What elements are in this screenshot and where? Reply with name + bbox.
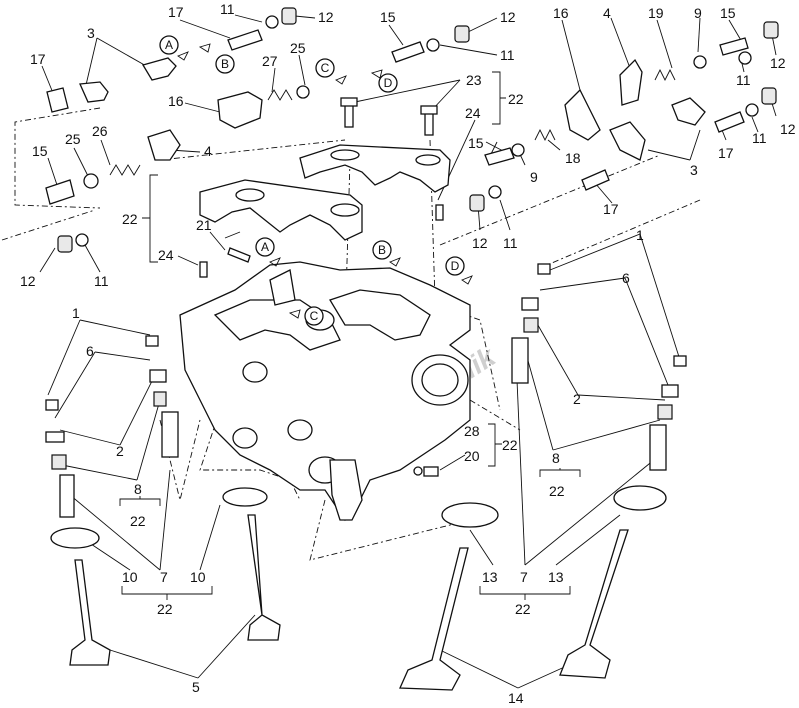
marker-c-mid: [304, 306, 324, 326]
callout-22: 22: [157, 601, 173, 617]
callout-7: 7: [520, 569, 528, 585]
leader-lines: [39, 14, 777, 689]
callout-10: 10: [190, 569, 206, 585]
callout-11: 11: [94, 273, 109, 289]
callout-4: 4: [603, 5, 611, 21]
rocker-arms: [79, 57, 706, 161]
callout-7: 7: [160, 569, 168, 585]
marker-d-mid: [445, 256, 465, 276]
callout-23: 23: [466, 72, 482, 88]
callout-14: 14: [508, 690, 524, 706]
springs-and-washers: [75, 15, 759, 247]
callout-22: 22: [508, 91, 524, 107]
callout-17: 17: [30, 51, 46, 67]
callout-10: 10: [122, 569, 138, 585]
reference-markers: A B C D A B C D: [159, 35, 473, 326]
callout-22: 22: [502, 437, 518, 453]
callout-8: 8: [552, 450, 560, 466]
callout-5: 5: [192, 679, 200, 695]
callout-11: 11: [752, 130, 767, 146]
callout-15: 15: [468, 135, 484, 151]
callout-12: 12: [770, 55, 786, 71]
marker-b-top-label: B: [221, 57, 229, 71]
marker-b-top: [215, 54, 235, 74]
shafts: [45, 29, 749, 205]
callout-11: 11: [220, 1, 235, 17]
callout-16: 16: [168, 93, 184, 109]
valves-left: [45, 335, 281, 666]
callout-2: 2: [573, 391, 581, 407]
callout-19: 19: [648, 5, 664, 21]
marker-d-top-label: D: [384, 76, 393, 90]
callout-22: 22: [122, 211, 138, 227]
callout-25: 25: [290, 40, 306, 56]
callout-12: 12: [318, 9, 334, 25]
callout-3: 3: [87, 25, 95, 41]
marker-c-top: [315, 58, 335, 78]
marker-b-mid-label: B: [378, 243, 386, 257]
callout-12: 12: [20, 273, 36, 289]
callout-22: 22: [130, 513, 146, 529]
callout-6: 6: [86, 343, 94, 359]
bolts-and-pins: [199, 97, 444, 477]
callout-numbers: 17 11 12 3 17 27 25 16 15 12 11 23 22 24…: [20, 1, 796, 706]
callout-11: 11: [503, 235, 518, 251]
callout-17: 17: [168, 4, 184, 20]
callout-3: 3: [690, 162, 698, 178]
callout-28: 28: [464, 423, 480, 439]
valves-right: [399, 263, 687, 691]
marker-c-mid-label: C: [310, 309, 319, 323]
callout-13: 13: [482, 569, 498, 585]
callout-24: 24: [465, 105, 481, 121]
callout-12: 12: [780, 121, 796, 137]
callout-9: 9: [530, 169, 538, 185]
plugs: [57, 7, 779, 253]
camshaft-caps: [199, 144, 451, 241]
callout-15: 15: [380, 9, 396, 25]
marker-a-mid-label: A: [261, 240, 269, 254]
marker-d-mid-label: D: [451, 259, 460, 273]
callout-27: 27: [262, 53, 278, 69]
callout-22: 22: [549, 483, 565, 499]
callout-15: 15: [32, 143, 48, 159]
callout-12: 12: [472, 235, 488, 251]
callout-25: 25: [65, 131, 81, 147]
callout-13: 13: [548, 569, 564, 585]
callout-22: 22: [515, 601, 531, 617]
callout-18: 18: [565, 150, 581, 166]
callout-1: 1: [636, 227, 644, 243]
callout-11: 11: [500, 47, 515, 63]
callout-2: 2: [116, 443, 124, 459]
callout-24: 24: [158, 247, 174, 263]
brackets: [119, 71, 581, 600]
callout-17: 17: [718, 145, 734, 161]
marker-a-top-label: A: [165, 38, 173, 52]
marker-c-top-label: C: [321, 61, 330, 75]
callout-26: 26: [92, 123, 108, 139]
callout-9: 9: [694, 5, 702, 21]
marker-d-top: [378, 73, 398, 93]
callout-1: 1: [72, 305, 80, 321]
marker-b-mid: [372, 240, 392, 260]
marker-a-top: [159, 35, 179, 55]
callout-8: 8: [134, 481, 142, 497]
callout-15: 15: [720, 5, 736, 21]
callout-4: 4: [204, 143, 212, 159]
marker-a-mid: [255, 237, 275, 257]
cylinder-head: [179, 261, 471, 522]
callout-6: 6: [622, 270, 630, 286]
callout-21: 21: [196, 217, 212, 233]
callout-20: 20: [464, 448, 480, 464]
callout-11: 11: [736, 72, 751, 88]
callout-12: 12: [500, 9, 516, 25]
callout-16: 16: [553, 5, 569, 21]
callout-17: 17: [603, 201, 619, 217]
